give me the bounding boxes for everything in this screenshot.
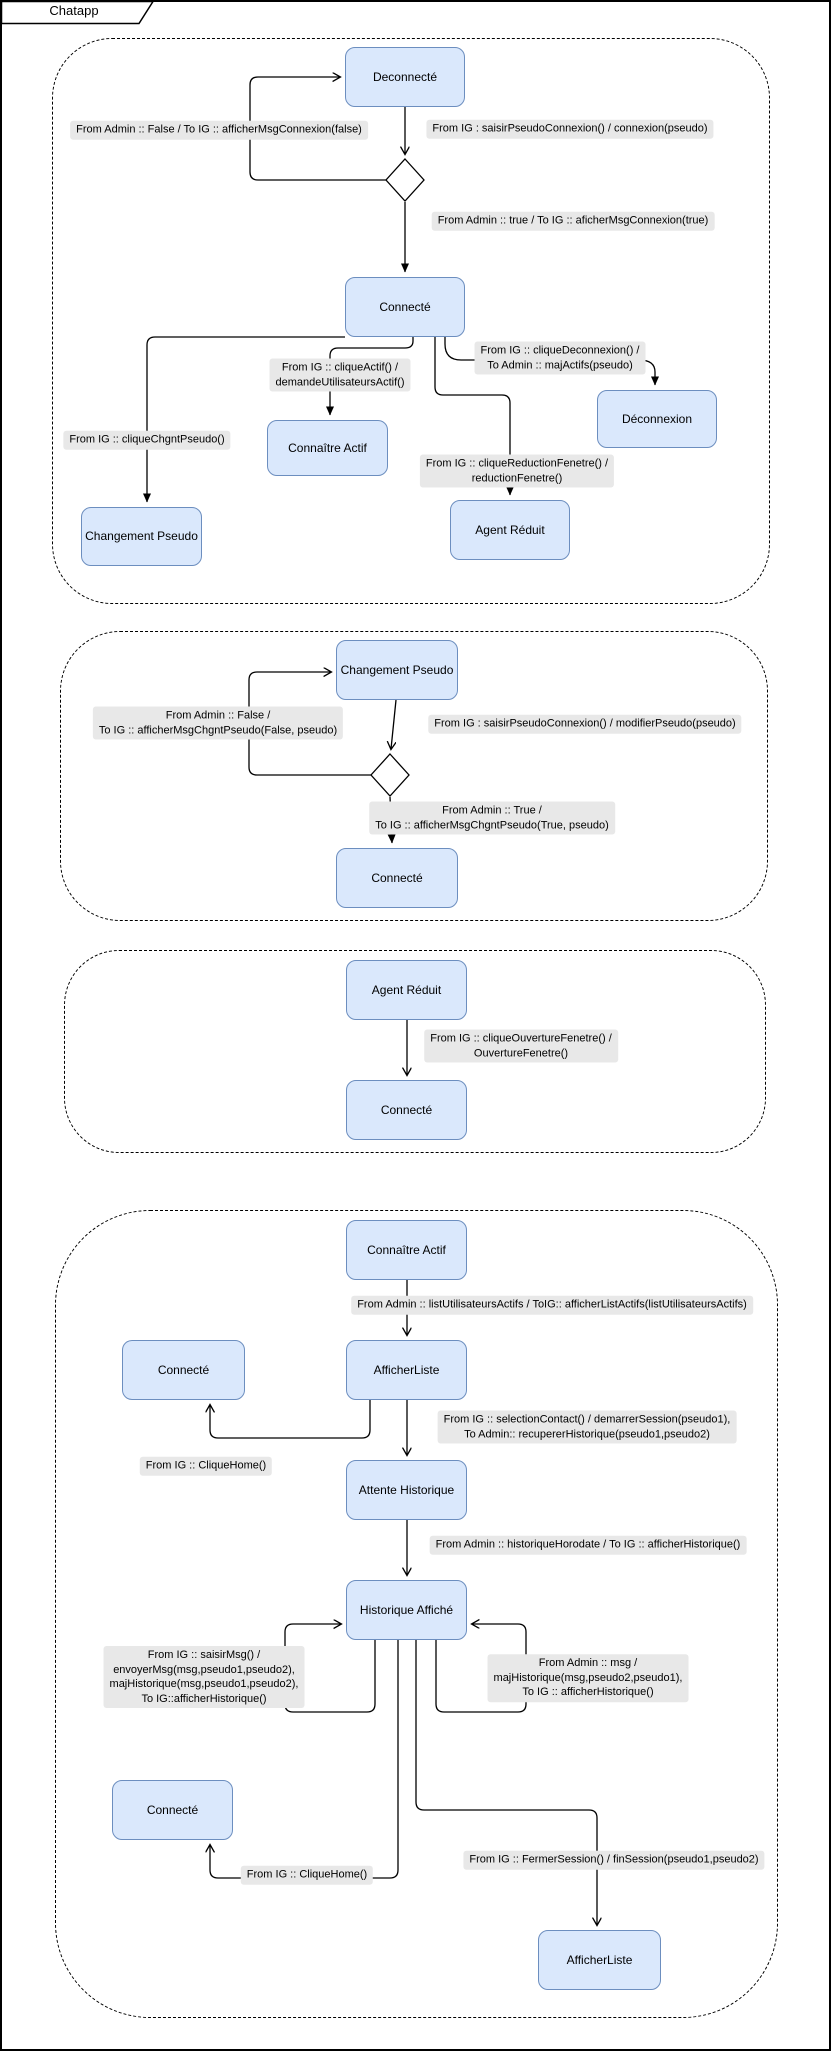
state-agent-reduit-2[interactable]: Agent Réduit [346, 960, 467, 1020]
edge-afficherliste-to-connecte[interactable] [210, 1400, 371, 1439]
edge-historique-selfloop-adminmsg[interactable] [435, 1624, 527, 1713]
choice-diamond-changement-pseudo[interactable] [370, 753, 410, 797]
state-connecte-5[interactable]: Connecté [112, 1780, 233, 1840]
transition-label-saisir-msg[interactable]: From IG :: saisirMsg() / envoyerMsg(msg,… [103, 1645, 305, 1709]
state-connecte-4[interactable]: Connecté [122, 1340, 245, 1400]
transition-label-clique-home-2[interactable]: From IG :: CliqueHome() [240, 1865, 374, 1885]
state-historique-affiche[interactable]: Historique Affiché [346, 1580, 467, 1640]
transition-label-clique-ouverture[interactable]: From IG :: cliqueOuvertureFenetre() / Ou… [424, 1029, 618, 1063]
transition-label-clique-home-1[interactable]: From IG :: CliqueHome() [139, 1456, 273, 1476]
state-afficherliste-2[interactable]: AfficherListe [538, 1930, 661, 1990]
transition-label-saisir-pseudo-modifier[interactable]: From IG : saisirPseudoConnexion() / modi… [428, 714, 742, 734]
region-connexion[interactable] [52, 38, 770, 604]
transition-label-fermer-session[interactable]: From IG :: FermerSession() / finSession(… [463, 1850, 765, 1870]
state-connaitre-actif-2[interactable]: Connaître Actif [346, 1220, 467, 1280]
state-connaitre-actif-1[interactable]: Connaître Actif [267, 420, 388, 476]
region-conversation[interactable] [55, 1210, 778, 2018]
region-changement-pseudo[interactable] [60, 631, 768, 921]
state-connecte-1[interactable]: Connecté [345, 277, 465, 337]
state-deconnexion[interactable]: Déconnexion [597, 390, 717, 448]
transition-label-admin-false[interactable]: From Admin :: False / To IG :: afficherM… [70, 120, 368, 140]
transition-label-admin-true-chgnt[interactable]: From Admin :: True / To IG :: afficherMs… [369, 801, 615, 835]
edge-connecte-to-changement-pseudo[interactable] [143, 336, 345, 503]
transition-label-admin-true[interactable]: From Admin :: true / To IG :: aficherMsg… [431, 211, 715, 231]
edge-historique-selfloop-saisirmsg[interactable] [284, 1624, 376, 1713]
frame-title-tab [0, 0, 155, 25]
region-agent-reduit[interactable] [64, 950, 766, 1153]
frame-title: Chatapp [49, 3, 99, 18]
edge-connecte-to-agent-reduit[interactable] [434, 337, 514, 496]
transition-label-saisir-pseudo-connexion[interactable]: From IG : saisirPseudoConnexion() / conn… [426, 119, 714, 139]
state-deconnecte[interactable]: Deconnecté [345, 47, 465, 107]
transition-label-clique-deconnexion[interactable]: From IG :: cliqueDeconnexion() / To Admi… [474, 341, 646, 375]
transition-label-clique-reduction[interactable]: From IG :: cliqueReductionFenetre() / re… [419, 454, 615, 488]
state-connecte-2[interactable]: Connecté [336, 848, 458, 908]
edge-connecte-to-connaitre-actif[interactable] [326, 337, 414, 416]
transition-label-clique-actif[interactable]: From IG :: cliqueActif() / demandeUtilis… [269, 358, 411, 392]
state-changement-pseudo-1[interactable]: Changement Pseudo [81, 507, 202, 566]
transition-label-list-actifs[interactable]: From Admin :: listUtilisateursActifs / T… [351, 1295, 753, 1315]
state-attente-historique[interactable]: Attente Historique [346, 1460, 467, 1520]
state-changement-pseudo-2[interactable]: Changement Pseudo [336, 640, 458, 700]
edge-historique-to-afficherliste-bas[interactable] [415, 1640, 597, 1925]
transition-label-admin-msg[interactable]: From Admin :: msg / majHistorique(msg,ps… [487, 1654, 689, 1702]
choice-diamond-connexion[interactable] [385, 158, 425, 202]
transition-label-historique-horodate[interactable]: From Admin :: historiqueHorodate / To IG… [429, 1535, 747, 1555]
transition-label-selection-contact[interactable]: From IG :: selectionContact() / demarrer… [437, 1410, 737, 1444]
state-agent-reduit-1[interactable]: Agent Réduit [450, 500, 570, 560]
edge-changement-pseudo-to-choice[interactable] [391, 699, 397, 749]
state-connecte-3[interactable]: Connecté [346, 1080, 467, 1140]
state-afficherliste-1[interactable]: AfficherListe [346, 1340, 467, 1400]
transition-label-admin-false-chgnt[interactable]: From Admin :: False / To IG :: afficherM… [92, 706, 344, 740]
transition-label-clique-chgnt-pseudo[interactable]: From IG :: cliqueChgntPseudo() [63, 430, 231, 450]
